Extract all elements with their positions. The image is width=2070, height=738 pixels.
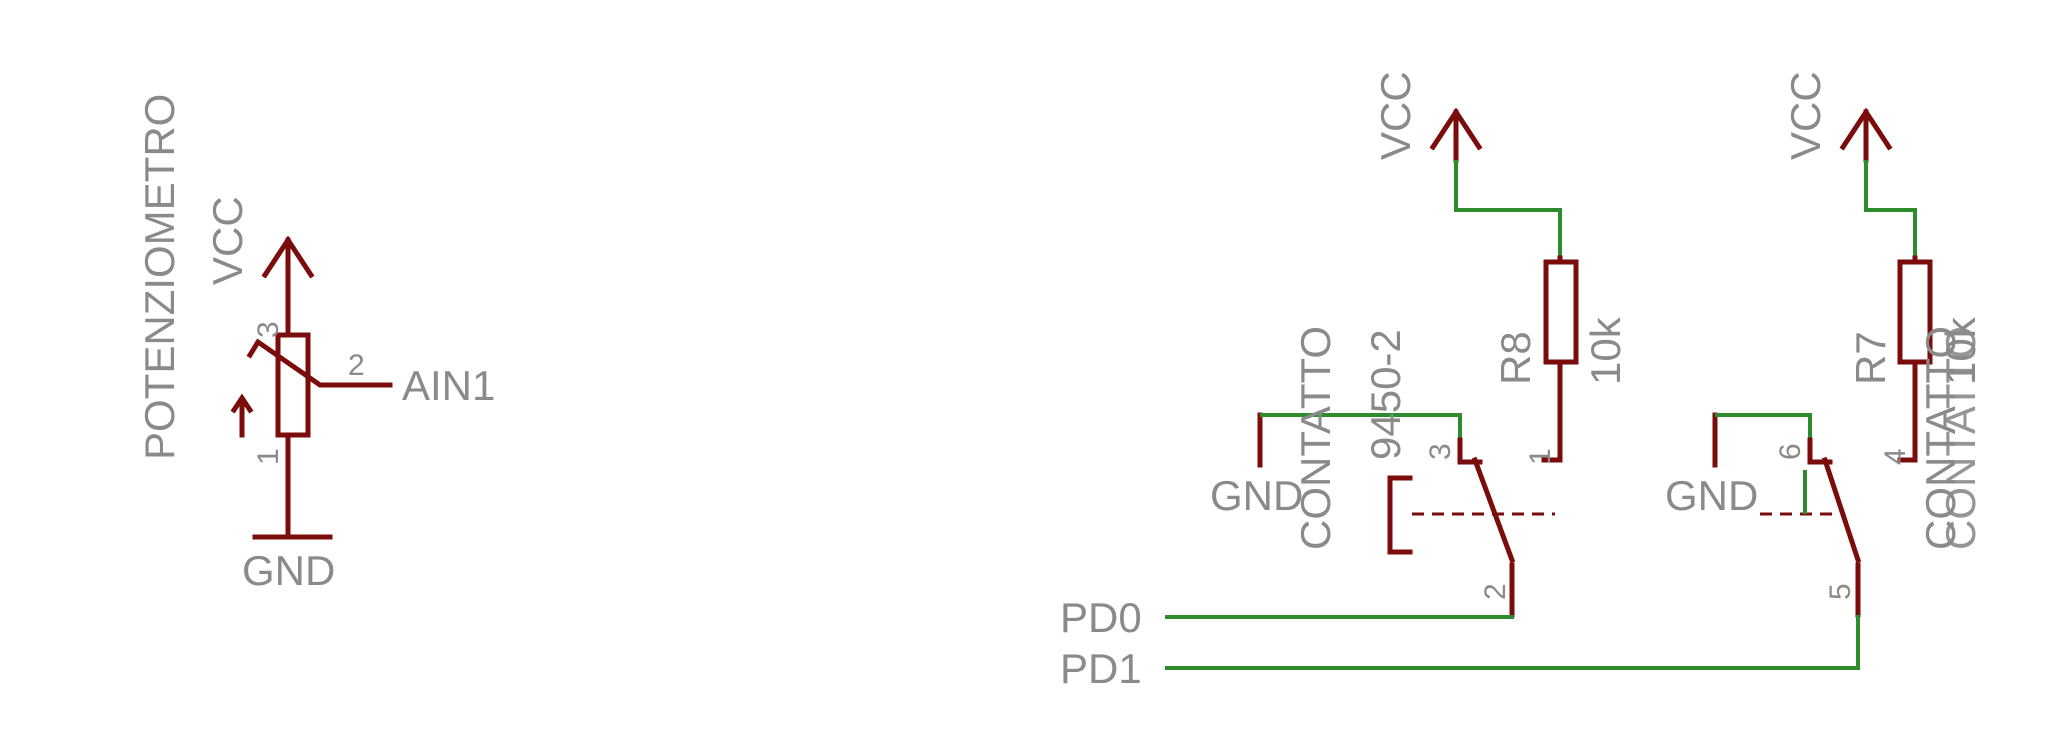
contatto2-pin6: 6 [1774, 443, 1807, 460]
switch-1 [1387, 437, 1555, 618]
gnd-label-1: GND [1210, 472, 1303, 519]
wire-gnd1 [1260, 413, 1462, 440]
contatto1-name: CONTATTO [1292, 326, 1339, 550]
vcc-label-pot: VCC [204, 196, 251, 285]
wire-pd1 [1165, 615, 1860, 670]
wire-vcc2-r7 [1864, 160, 1917, 258]
gnd-label-pot: GND [242, 547, 335, 594]
pot-adjust-arrow [230, 393, 254, 438]
vcc-arrow-2 [1839, 107, 1893, 163]
ain1-label: AIN1 [402, 362, 495, 409]
contatto1-pin3: 3 [1424, 443, 1457, 460]
r7-name: R7 [1847, 331, 1894, 385]
pot-pin1: 1 [252, 448, 285, 465]
contatto2-pin5: 5 [1824, 583, 1857, 600]
wire-vcc1-r8 [1454, 160, 1562, 258]
gnd-label-2: GND [1665, 472, 1758, 519]
contatto2-name-a: CONTATTO [1917, 326, 1964, 550]
vcc-label-2: VCC [1782, 71, 1829, 160]
pd0-label: PD0 [1060, 594, 1142, 641]
vcc-arrow-pot [261, 235, 315, 338]
resistor-r8 [1543, 259, 1579, 365]
contatto2-name-b: CONTATTO [1937, 326, 1984, 550]
wire-pd0 [1165, 615, 1514, 619]
pot-pin3: 3 [252, 321, 285, 338]
wire-gnd2 [1715, 413, 1812, 440]
contatto1-pin2: 2 [1479, 583, 1512, 600]
pot-body [275, 332, 311, 438]
pd1-label: PD1 [1060, 645, 1142, 692]
pot-wiper [246, 338, 393, 388]
signal-lines: PD0 PD1 [1060, 594, 1860, 692]
contatto1-part: 9450-2 [1362, 329, 1409, 460]
r8-name: R8 [1492, 331, 1539, 385]
r8-value: 10k [1582, 316, 1629, 385]
contact1-section: VCC R8 10k 1 GND CONTATTO 9450-2 3 2 [1210, 71, 1629, 618]
vcc-arrow-1 [1429, 107, 1483, 163]
r7-pin4: 4 [1879, 448, 1912, 465]
contact2-section: VCC R7 10k 4 GND CONTATTO CONTATTO 6 5 [1665, 71, 1984, 618]
potentiometer-name: POTENZIOMETRO [136, 94, 183, 460]
switch-2 [1760, 437, 1862, 618]
pot-pin2: 2 [348, 349, 365, 382]
potentiometer: POTENZIOMETRO VCC GND AIN1 1 2 3 [136, 94, 495, 594]
r7-value: 10k [1937, 316, 1984, 385]
r8-pin1: 1 [1524, 448, 1557, 465]
vcc-label-1: VCC [1372, 71, 1419, 160]
